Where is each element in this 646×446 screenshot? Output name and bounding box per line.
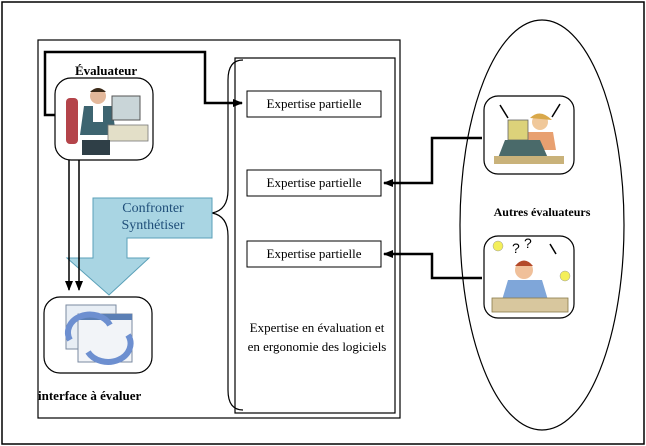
other-evaluator-1-illustration [483,95,575,175]
expertise-box-label-1: Expertise partielle [266,96,362,111]
other-evaluators-ellipse [459,19,625,431]
confront-label: Confronter Synthétiser [97,200,209,234]
confront-label-line2: Synthétiser [121,218,185,233]
interface-label: interface à évaluer [38,388,142,403]
evaluator-label: Évaluateur [75,63,138,78]
connector-evaluator2-to-expertise [383,136,482,187]
expertise-box-label-2: Expertise partielle [266,175,362,190]
expertise-box-2 [246,169,382,197]
connector-evaluator3-to-expertise [383,250,482,280]
expertise-box-3 [246,240,382,268]
interface-illustration [43,296,153,374]
expertise-domain-text: Expertise en évaluation et en ergonomie … [247,320,387,354]
confront-label-line1: Confronter [122,201,184,216]
connector-evaluator-to-expertise [43,50,243,117]
expertise-box-1 [246,90,382,118]
evaluator-illustration [54,77,154,161]
svg-text:?: ? [524,235,532,251]
confront-arrow [65,197,213,296]
other-evaluators-label: Autres évaluateurs [493,205,591,219]
other-evaluator-2-illustration: ? ? [483,235,575,319]
expertise-box-label-3: Expertise partielle [266,246,362,261]
svg-text:?: ? [512,240,520,256]
